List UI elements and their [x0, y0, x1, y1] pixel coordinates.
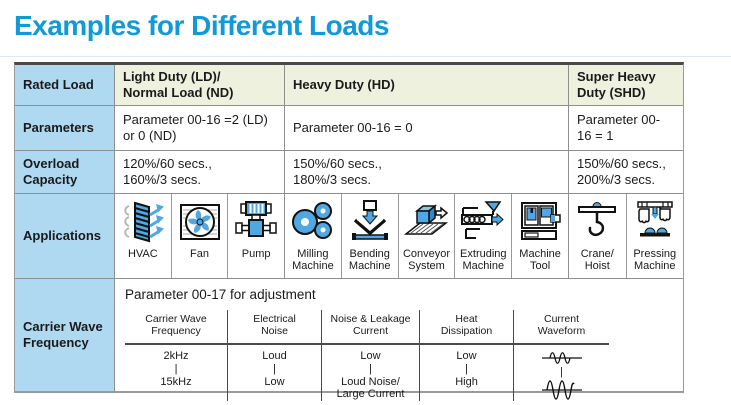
title-divider	[0, 56, 731, 57]
application-label: Bending Machine	[348, 248, 391, 273]
subtable-value-top: Low	[456, 349, 477, 362]
page-title: Examples for Different Loads	[14, 10, 389, 41]
application-cell-conveyor-system: Conveyor System	[399, 194, 456, 278]
row-header-rated-load: Rated Load	[15, 65, 115, 105]
subtable-column-noise-leakage-current: Noise & Leakage Current Low | Loud Noise…	[321, 309, 419, 401]
extruding-machine-icon	[460, 198, 506, 246]
overload-heavy-duty: 150%/60 secs., 180%/3 secs.	[285, 151, 569, 193]
table-row-rated-load: Rated Load Light Duty (LD)/ Normal Load …	[15, 65, 683, 106]
subtable-column-electrical-noise: Electrical Noise Loud | Low	[227, 309, 321, 401]
carrier-subtable: Carrier Wave Frequency 2kHz | 15kHz Elec…	[125, 309, 609, 401]
subtable-value-top: Low	[360, 349, 381, 362]
parameters-super-heavy-duty: Parameter 00- 16 = 1	[577, 111, 661, 143]
application-cell-milling-machine: Milling Machine	[285, 194, 342, 278]
row-header-applications: Applications	[15, 194, 115, 278]
application-cell-bending-machine: Bending Machine	[342, 194, 399, 278]
hvac-icon	[120, 198, 166, 246]
application-label: Conveyor System	[402, 248, 451, 273]
row-header-parameters: Parameters	[15, 106, 115, 150]
application-cell-machine-tool: Machine Tool	[512, 194, 568, 278]
range-separator: |	[273, 362, 276, 375]
table-row-overload-capacity: Overload Capacity 120%/60 secs., 160%/3 …	[15, 151, 683, 194]
overload-light-duty: 120%/60 secs., 160%/3 secs.	[115, 151, 285, 193]
subtable-column-heat-dissipation: Heat Dissipation Low | High	[419, 309, 513, 401]
subtable-value-top: Loud	[262, 349, 287, 362]
subtable-value-bottom: 15kHz	[160, 375, 192, 388]
application-cell-fan: Fan	[172, 194, 229, 278]
application-label: Fan	[190, 248, 209, 260]
application-label: HVAC	[127, 248, 158, 260]
application-cell-pressing-machine: Pressing Machine	[627, 194, 684, 278]
application-cell-crane-hoist: Crane/ Hoist	[569, 194, 627, 278]
application-cell-hvac: HVAC	[115, 194, 172, 278]
parameters-light-duty: Parameter 00-16 =2 (LD) or 0 (ND)	[115, 106, 285, 150]
applications-light-duty-group: HVAC	[115, 194, 285, 278]
range-separator: |	[465, 362, 468, 375]
range-separator: |	[560, 365, 563, 378]
loads-table: Rated Load Light Duty (LD)/ Normal Load …	[14, 62, 684, 401]
application-label: Pressing Machine	[633, 248, 677, 273]
subtable-column-current-waveform: Current Waveform |	[513, 309, 609, 401]
application-cell-extruding-machine: Extruding Machine	[455, 194, 513, 278]
range-separator: |	[174, 362, 178, 375]
subtable-column-carrier-wave-frequency: Carrier Wave Frequency 2kHz | 15kHz	[125, 310, 227, 401]
rated-load-super-heavy-duty: Super Heavy Duty (SHD)	[569, 65, 683, 105]
application-label: Pump	[241, 248, 271, 260]
milling-machine-icon	[290, 198, 336, 246]
subtable-header: Noise & Leakage Current	[322, 310, 419, 345]
subtable-value-top: 2kHz	[163, 349, 189, 362]
parameters-heavy-duty: Parameter 00-16 = 0	[285, 106, 569, 150]
table-row-carrier-wave-frequency: Carrier Wave Frequency Parameter 00-17 f…	[15, 279, 683, 401]
machine-tool-icon	[517, 198, 563, 246]
application-cell-pump: Pump	[228, 194, 284, 278]
application-label: Milling Machine	[292, 248, 334, 273]
carrier-wave-cell: Parameter 00-17 for adjustment Carrier W…	[115, 279, 683, 401]
application-label: Machine Tool	[519, 248, 561, 273]
subtable-header: Current Waveform	[514, 310, 609, 345]
large-sine-waveform-icon	[540, 379, 584, 401]
bending-machine-icon	[347, 198, 393, 246]
subtable-value-bottom: Loud Noise/ Large Current	[336, 375, 405, 401]
carrier-adjustment-note: Parameter 00-17 for adjustment	[125, 287, 316, 302]
pressing-machine-icon	[632, 198, 678, 246]
overload-super-heavy-duty: 150%/60 secs., 200%/3 secs.	[577, 155, 666, 187]
small-sine-waveform-icon	[540, 350, 584, 366]
subtable-value-bottom: High	[455, 375, 478, 388]
subtable-header: Carrier Wave Frequency	[125, 310, 227, 345]
fan-icon	[177, 198, 223, 246]
table-row-parameters: Parameters Parameter 00-16 =2 (LD) or 0 …	[15, 106, 683, 151]
application-label: Crane/ Hoist	[580, 248, 614, 273]
conveyor-system-icon	[403, 198, 449, 246]
subtable-header: Heat Dissipation	[420, 310, 513, 345]
row-header-carrier-wave-frequency: Carrier Wave Frequency	[15, 279, 115, 391]
crane-hoist-icon	[574, 198, 620, 246]
application-label: Extruding Machine	[460, 248, 507, 273]
applications-heavy-duty-group: Milling Machine Bending Machine	[285, 194, 569, 278]
pump-icon	[233, 198, 279, 246]
rated-load-heavy-duty: Heavy Duty (HD)	[285, 65, 569, 105]
range-separator: |	[369, 362, 372, 375]
applications-super-heavy-duty-group: Crane/ Hoist	[569, 194, 683, 278]
table-row-applications: Applications	[15, 194, 683, 279]
rated-load-light-duty: Light Duty (LD)/ Normal Load (ND)	[115, 65, 285, 105]
row-header-overload-capacity: Overload Capacity	[15, 151, 115, 193]
subtable-value-bottom: Low	[264, 375, 285, 388]
subtable-header: Electrical Noise	[228, 310, 321, 345]
